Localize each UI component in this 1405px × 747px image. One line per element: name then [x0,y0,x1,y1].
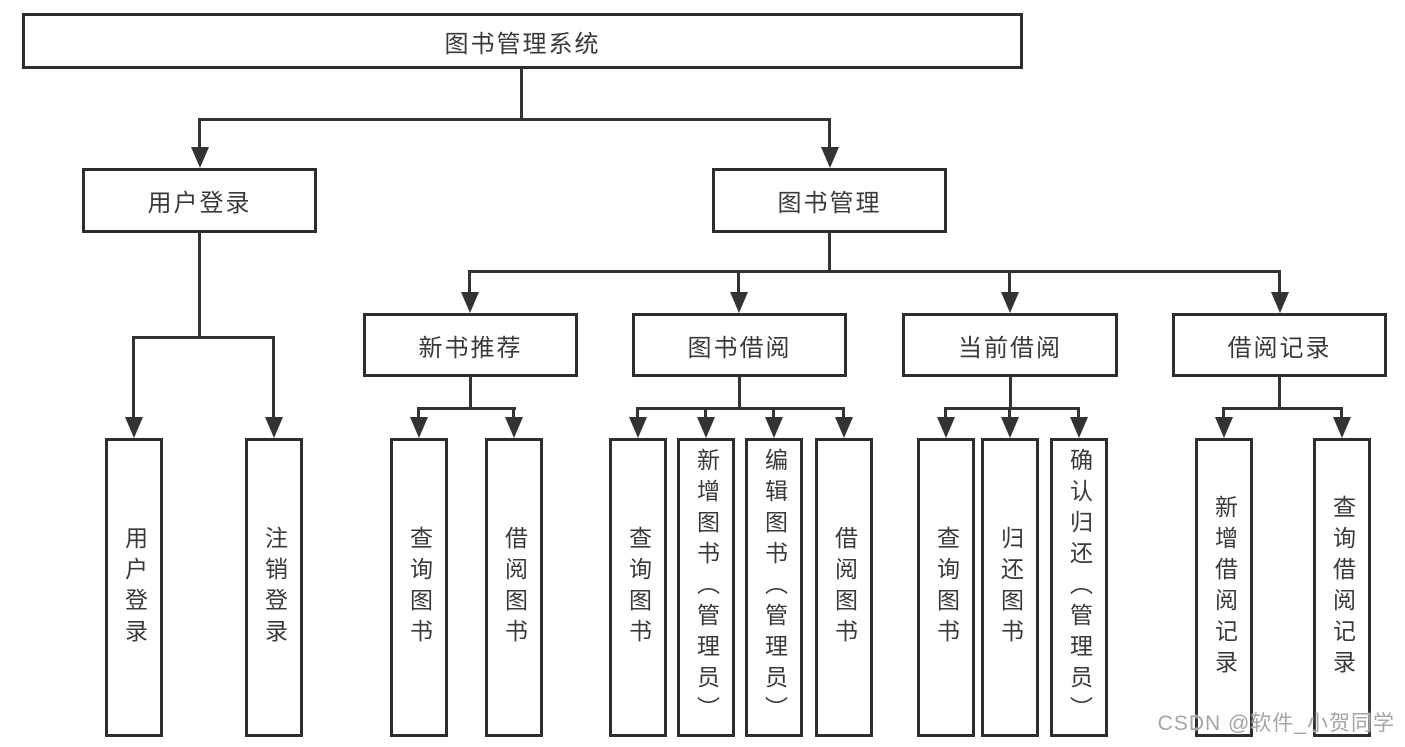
connector-book-management-stem [828,233,831,270]
arrow-down-borrow-query [629,407,647,438]
connector-borrow-stem [738,377,741,407]
connector-recommend-branch [418,407,516,410]
leaf-borrow-edit-books-admin-label: 编辑图书（管理员） [761,448,788,727]
arrow-down-borrow-add [697,407,715,438]
leaf-record-query-borrow-record: 查询借阅记录 [1313,438,1371,737]
connector-root-branch [199,118,831,121]
connector-borrow-branch [637,407,845,410]
leaf-recommend-query-books-label: 查询图书 [406,525,433,650]
arrow-down-recommend-query [410,407,428,438]
leaf-logout-label: 注销登录 [261,525,288,650]
connector-user-login-stem [198,233,201,336]
leaf-borrow-add-books-admin-label: 新增图书（管理员） [693,448,720,727]
arrow-down-current-borrow [1001,270,1019,313]
leaf-borrow-query-books: 查询图书 [609,438,667,737]
leaf-record-add-borrow-record-label: 新增借阅记录 [1211,494,1238,681]
connector-recommend-stem [469,377,472,407]
connector-user-login-branch [133,336,275,339]
arrow-down-current-confirm [1070,407,1088,438]
leaf-recommend-query-books: 查询图书 [390,438,448,737]
leaf-current-query-books: 查询图书 [917,438,975,737]
node-user-login: 用户登录 [82,168,317,233]
connector-current-branch [945,407,1080,410]
leaf-logout: 注销登录 [245,438,303,737]
node-book-management: 图书管理 [712,168,947,233]
node-library-system: 图书管理系统 [22,13,1023,69]
leaf-record-query-borrow-record-label: 查询借阅记录 [1329,494,1356,681]
arrow-down-borrow-record [1271,270,1289,313]
leaf-borrow-edit-books-admin: 编辑图书（管理员） [745,438,803,737]
leaf-borrow-add-books-admin: 新增图书（管理员） [677,438,735,737]
leaf-recommend-borrow-books-label: 借阅图书 [501,525,528,650]
arrow-down-current-query [937,407,955,438]
node-new-book-recommend: 新书推荐 [363,313,578,377]
node-borrow-record-label: 借阅记录 [1227,334,1332,362]
arrow-down-record-query [1333,407,1351,438]
leaf-user-login-label: 用户登录 [121,525,148,650]
arrow-down-leaf-logout [265,336,283,438]
leaf-recommend-borrow-books: 借阅图书 [485,438,543,737]
node-library-system-label: 图书管理系统 [444,30,601,58]
leaf-borrow-borrow-books-label: 借阅图书 [831,525,858,650]
arrow-down-borrow-do [835,407,853,438]
arrow-down-recommend-borrow [505,407,523,438]
node-borrow-record: 借阅记录 [1172,313,1387,377]
leaf-user-login: 用户登录 [105,438,163,737]
leaf-record-add-borrow-record: 新增借阅记录 [1195,438,1253,737]
connector-current-stem [1009,377,1012,407]
leaf-current-query-books-label: 查询图书 [933,525,960,650]
leaf-current-return-books-label: 归还图书 [997,525,1024,650]
node-new-book-recommend-label: 新书推荐 [418,334,523,362]
arrow-down-borrow-edit [765,407,783,438]
leaf-borrow-query-books-label: 查询图书 [625,525,652,650]
leaf-borrow-borrow-books: 借阅图书 [815,438,873,737]
node-book-borrow: 图书借阅 [632,313,847,377]
leaf-current-confirm-return-admin: 确认归还（管理员） [1050,438,1108,737]
node-user-login-label: 用户登录 [147,190,252,217]
arrow-down-book-management [821,118,839,168]
arrow-down-new-book-recommend [461,270,479,313]
arrow-down-book-borrow [730,270,748,313]
node-current-borrow: 当前借阅 [902,313,1118,377]
connector-record-branch [1223,407,1343,410]
node-current-borrow-label: 当前借阅 [958,334,1062,362]
node-book-management-label: 图书管理 [777,190,882,217]
connector-record-stem [1278,377,1281,407]
leaf-current-return-books: 归还图书 [981,438,1039,737]
leaf-current-confirm-return-admin-label: 确认归还（管理员） [1066,448,1093,727]
arrow-down-current-return [1001,407,1019,438]
connector-root-stem [520,69,523,118]
node-book-borrow-label: 图书借阅 [687,334,792,362]
arrow-down-leaf-login [125,336,143,438]
arrow-down-record-add [1215,407,1233,438]
csdn-watermark: CSDN @软件_小贺同学 [1157,712,1395,735]
arrow-down-user-login [191,118,209,168]
connector-book-management-branch [469,270,1281,273]
